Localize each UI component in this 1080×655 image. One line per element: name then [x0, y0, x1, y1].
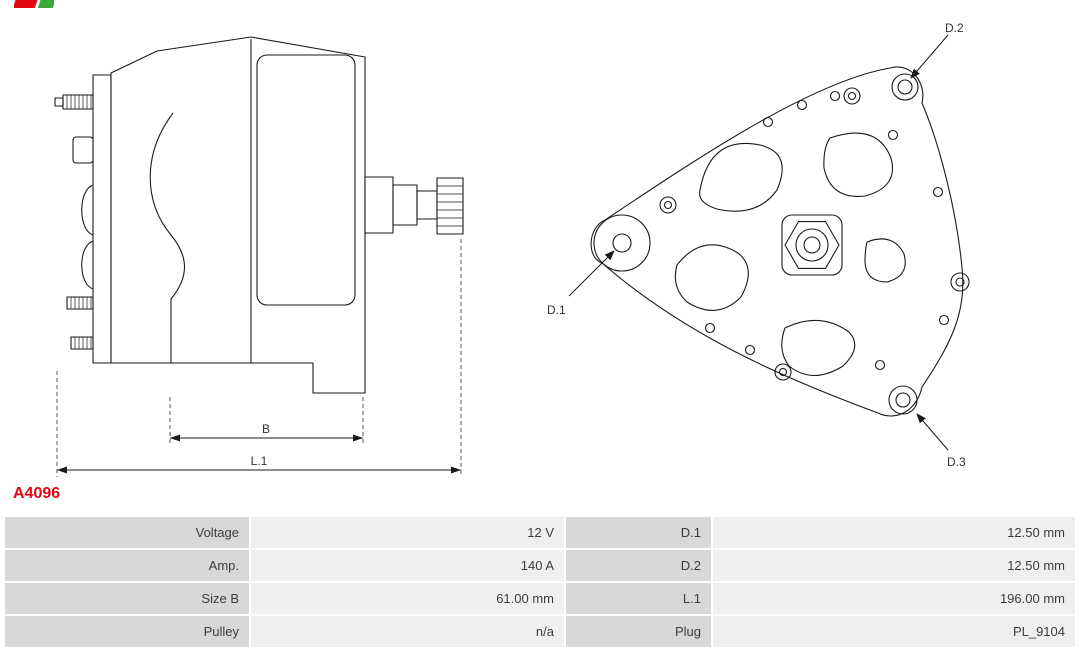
side-view-drawing: B L.1 — [54, 36, 464, 477]
spec-value-voltage: 12 V — [251, 517, 564, 548]
rear-view-drawing: D.2 D.1 D.3 — [547, 21, 970, 469]
spec-value-size-b: 61.00 mm — [251, 583, 564, 614]
callout-d2-label: D.2 — [945, 21, 964, 35]
dimension-arrowheads — [57, 434, 461, 474]
dimension-lines — [57, 437, 461, 471]
technical-drawing: B L.1 — [54, 21, 970, 477]
dim-l1-label: L.1 — [251, 454, 268, 468]
spec-label-plug: Plug — [566, 616, 711, 647]
spec-value-amp: 140 A — [251, 550, 564, 581]
spec-label-size-b: Size B — [5, 583, 249, 614]
spec-label-pulley: Pulley — [5, 616, 249, 647]
spec-value-d2: 12.50 mm — [713, 550, 1075, 581]
part-number: A4096 — [13, 485, 61, 502]
spec-value-l1: 196.00 mm — [713, 583, 1075, 614]
callout-arrows — [568, 34, 949, 451]
spec-value-pulley: n/a — [251, 616, 564, 647]
spec-table: Voltage 12 V D.1 12.50 mm Amp. 140 A D.2… — [5, 517, 1075, 647]
spec-label-amp: Amp. — [5, 550, 249, 581]
spec-label-d1: D.1 — [566, 517, 711, 548]
rear-view-outline — [590, 66, 970, 417]
side-view-outline — [54, 36, 464, 394]
spec-label-voltage: Voltage — [5, 517, 249, 548]
dim-b-label: B — [262, 422, 270, 436]
spec-value-plug: PL_9104 — [713, 616, 1075, 647]
spec-value-d1: 12.50 mm — [713, 517, 1075, 548]
dimension-extension-lines — [56, 239, 462, 477]
callout-d1-label: D.1 — [547, 303, 566, 317]
spec-label-l1: L.1 — [566, 583, 711, 614]
spec-label-d2: D.2 — [566, 550, 711, 581]
callout-d3-label: D.3 — [947, 455, 966, 469]
